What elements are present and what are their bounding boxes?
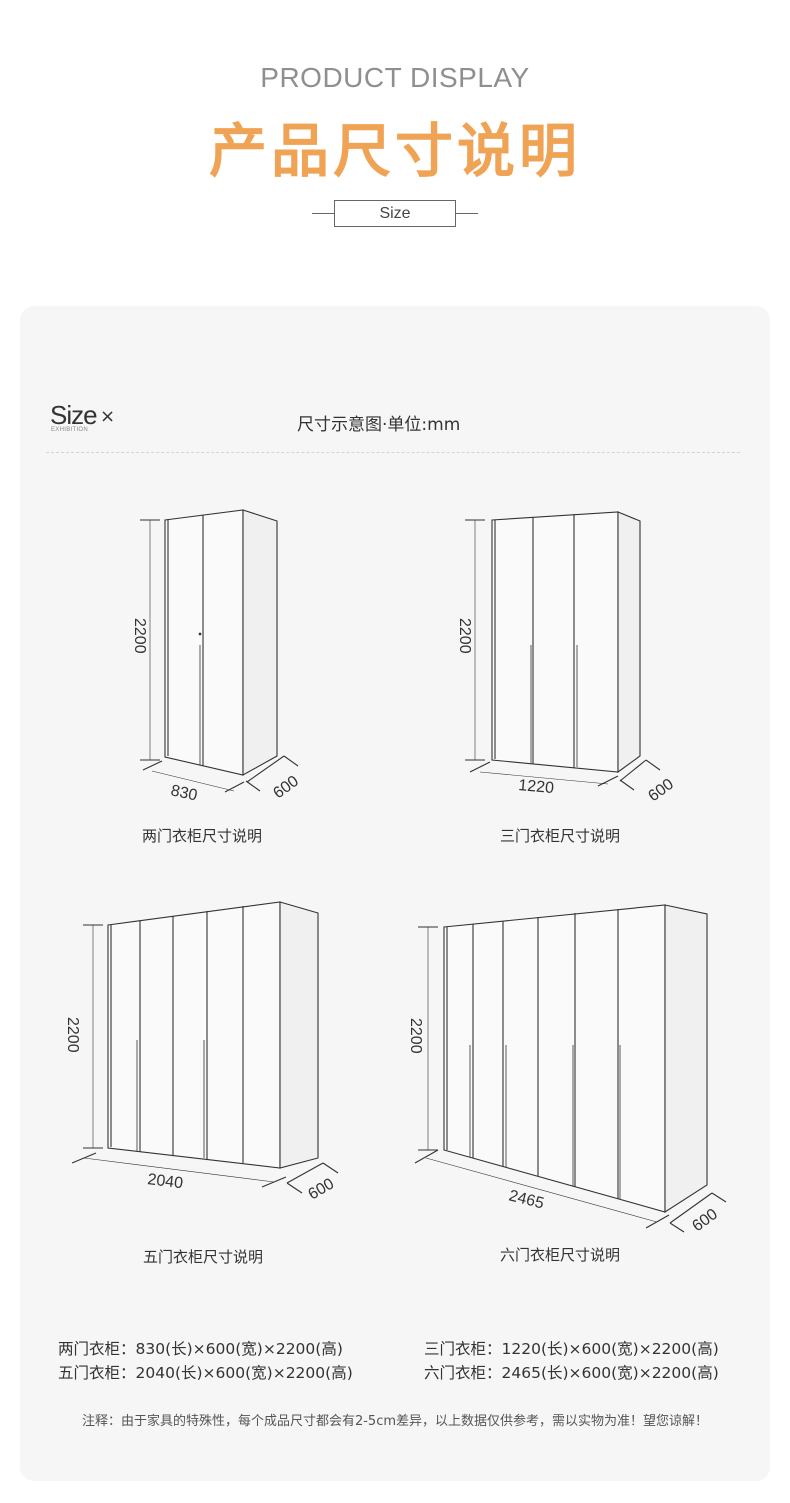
three-door-depth-label: 600: [645, 776, 677, 806]
unit-note: 尺寸示意图·单位:mm: [297, 415, 461, 435]
two-door-depth-label: 600: [270, 773, 302, 803]
six-door-depth-label: 600: [689, 1206, 721, 1236]
size-tag-right-line: [456, 213, 478, 214]
five-door-height-label: 2200: [64, 1017, 81, 1053]
size-tag: Size: [334, 200, 456, 227]
header-chinese-title: 产品尺寸说明: [208, 117, 581, 185]
spec-five-door: 五门衣柜：2040(长)×600(宽)×2200(高): [58, 1364, 353, 1382]
panel-size-x: ×: [100, 406, 116, 427]
disclaimer-note: 注释：由于家具的特殊性，每个成品尺寸都会有2-5cm差异，以上数据仅供参考，需以…: [81, 1414, 709, 1429]
size-panel: [20, 306, 770, 1481]
five-door-caption: 五门衣柜尺寸说明: [143, 1248, 264, 1266]
spec-two-door: 两门衣柜：830(长)×600(宽)×2200(高): [58, 1340, 343, 1358]
panel-size-sub: EXHIBITION: [51, 427, 89, 433]
size-tag-left-line: [312, 213, 334, 214]
five-door-width-label: 2040: [147, 1171, 185, 1192]
spec-three-door: 三门衣柜：1220(长)×600(宽)×2200(高): [424, 1340, 719, 1358]
six-door-width-label: 2465: [507, 1187, 546, 1212]
two-door-width-label: 830: [169, 782, 199, 804]
three-door-caption: 三门衣柜尺寸说明: [500, 827, 621, 845]
five-door-depth-label: 600: [306, 1175, 338, 1203]
three-door-height-label: 2200: [456, 618, 473, 654]
two-door-caption: 两门衣柜尺寸说明: [142, 827, 263, 845]
five-door-wardrobe-drawing: [71, 901, 339, 1194]
panel-size-label: Size: [50, 400, 98, 430]
six-door-wardrobe-drawing: [414, 904, 727, 1233]
three-door-wardrobe-drawing: [465, 511, 661, 791]
two-door-wardrobe-drawing: [140, 509, 299, 793]
six-door-height-label: 2200: [407, 1018, 424, 1054]
six-door-caption: 六门衣柜尺寸说明: [500, 1246, 621, 1264]
header-english-title: PRODUCT DISPLAY: [260, 62, 530, 93]
three-door-width-label: 1220: [518, 777, 555, 797]
spec-six-door: 六门衣柜：2465(长)×600(宽)×2200(高): [424, 1364, 719, 1382]
panel-divider: [46, 452, 740, 453]
two-door-height-label: 2200: [131, 618, 148, 654]
